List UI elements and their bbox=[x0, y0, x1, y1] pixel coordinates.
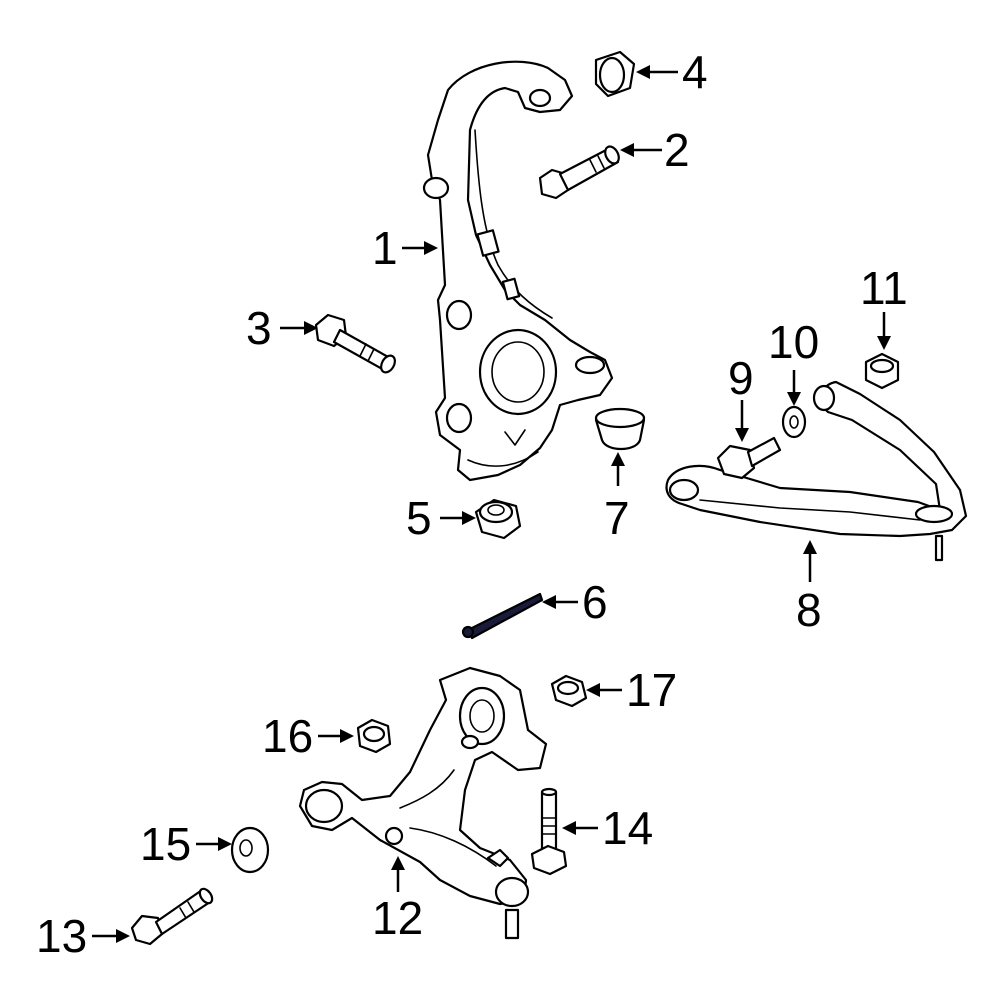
callout-12: 12 bbox=[372, 892, 423, 944]
callout-8: 8 bbox=[796, 584, 822, 636]
part-9-bolt[interactable] bbox=[716, 436, 782, 480]
arrow-14 bbox=[562, 821, 576, 835]
part-14-bolt[interactable] bbox=[530, 787, 568, 876]
callout-13: 13 bbox=[36, 910, 87, 962]
part-12-lower-control-arm[interactable] bbox=[298, 666, 548, 940]
arrow-16 bbox=[340, 729, 354, 743]
part-1-steering-knuckle[interactable] bbox=[422, 60, 614, 482]
part-3-bolt[interactable] bbox=[314, 313, 398, 375]
callout-6: 6 bbox=[582, 576, 608, 628]
callout-16: 16 bbox=[262, 710, 313, 762]
callout-14: 14 bbox=[602, 802, 653, 854]
part-16-nut[interactable] bbox=[356, 718, 392, 754]
callout-labels: 1 2 3 4 5 6 7 8 9 10 11 12 13 14 15 16 1… bbox=[36, 46, 908, 962]
part-6-cotter-pin[interactable] bbox=[461, 592, 544, 640]
callout-17: 17 bbox=[626, 664, 677, 716]
callout-3: 3 bbox=[246, 302, 272, 354]
callout-11: 11 bbox=[860, 262, 908, 314]
arrow-8 bbox=[803, 540, 817, 554]
callout-15: 15 bbox=[140, 818, 191, 870]
part-5-nut[interactable] bbox=[474, 498, 522, 540]
arrow-2 bbox=[620, 143, 634, 157]
callout-10: 10 bbox=[768, 316, 819, 368]
arrow-15 bbox=[218, 837, 232, 851]
part-11-nut[interactable] bbox=[864, 352, 900, 390]
part-8-upper-control-arm[interactable] bbox=[665, 380, 968, 562]
part-2-bolt[interactable] bbox=[538, 144, 622, 200]
arrow-1 bbox=[424, 241, 438, 255]
part-10-washer[interactable] bbox=[781, 405, 807, 439]
arrow-4 bbox=[636, 65, 650, 79]
callout-9: 9 bbox=[728, 352, 754, 404]
arrow-9 bbox=[735, 428, 749, 442]
arrow-13 bbox=[116, 929, 130, 943]
callout-1: 1 bbox=[372, 222, 398, 274]
arrow-12 bbox=[391, 856, 405, 870]
arrow-17 bbox=[586, 683, 600, 697]
part-15-washer[interactable] bbox=[230, 826, 270, 874]
callout-7: 7 bbox=[604, 492, 630, 544]
arrow-5 bbox=[462, 511, 476, 525]
arrow-10 bbox=[787, 392, 801, 406]
part-13-bolt[interactable] bbox=[130, 887, 215, 946]
part-7-ball-joint-boot[interactable] bbox=[594, 407, 646, 451]
arrow-7 bbox=[611, 452, 625, 466]
callout-2: 2 bbox=[664, 124, 690, 176]
part-17-nut[interactable] bbox=[550, 674, 588, 708]
arrow-3 bbox=[304, 321, 318, 335]
callout-5: 5 bbox=[406, 492, 432, 544]
part-4-nut[interactable] bbox=[594, 50, 636, 98]
arrow-6 bbox=[542, 595, 556, 609]
callout-4: 4 bbox=[682, 46, 708, 98]
arrow-11 bbox=[877, 336, 891, 350]
leader-lines bbox=[92, 65, 891, 943]
